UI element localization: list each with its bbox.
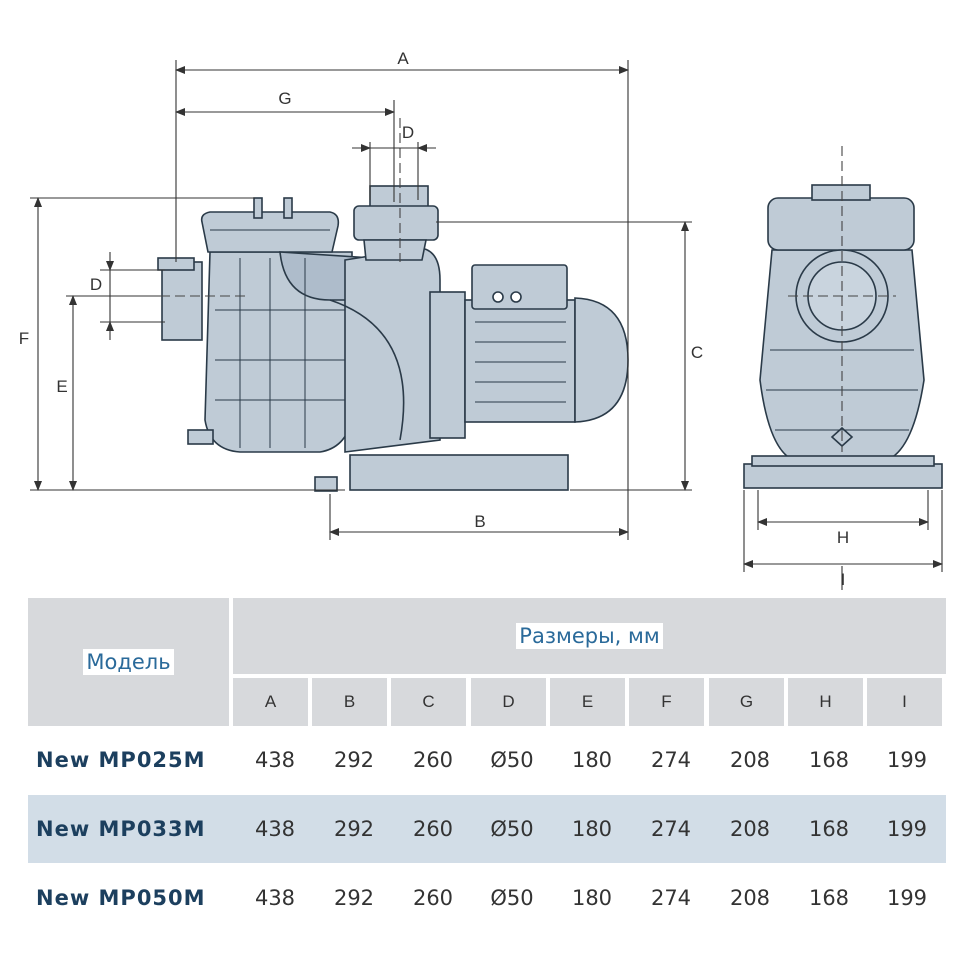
col-header-d: D bbox=[471, 678, 546, 726]
label-d-top: D bbox=[402, 123, 414, 142]
col-header-i: I bbox=[867, 678, 942, 726]
pump-front-view bbox=[743, 184, 943, 489]
col-header-c: C bbox=[391, 678, 466, 726]
label-g: G bbox=[278, 89, 291, 108]
value-g: 208 bbox=[729, 886, 771, 910]
dimension-labels: A G D D F E C B H I bbox=[19, 49, 849, 589]
label-d-left: D bbox=[90, 275, 102, 294]
pump-side-view bbox=[157, 185, 629, 492]
value-d: Ø50 bbox=[490, 886, 534, 910]
value-b: 292 bbox=[333, 817, 375, 841]
value-e: 180 bbox=[571, 817, 613, 841]
value-f: 274 bbox=[650, 886, 692, 910]
table-row: New MP025M 438 292 260 Ø50 180 274 208 1… bbox=[28, 726, 946, 794]
value-a: 438 bbox=[254, 817, 296, 841]
table-row: New MP033M 438 292 260 Ø50 180 274 208 1… bbox=[28, 795, 946, 863]
col-header-g: G bbox=[709, 678, 784, 726]
dimension-lines bbox=[30, 60, 943, 590]
label-e: E bbox=[56, 377, 67, 396]
value-c: 260 bbox=[412, 748, 454, 772]
label-h: H bbox=[837, 528, 849, 547]
model-name: New MP025M bbox=[36, 748, 206, 772]
value-c: 260 bbox=[412, 817, 454, 841]
value-h: 168 bbox=[808, 886, 850, 910]
value-f: 274 bbox=[650, 817, 692, 841]
value-e: 180 bbox=[571, 886, 613, 910]
value-b: 292 bbox=[333, 886, 375, 910]
value-g: 208 bbox=[729, 817, 771, 841]
model-name: New MP050M bbox=[36, 886, 206, 910]
table-header: Модель Размеры, мм A B C D E F G H I bbox=[28, 598, 946, 726]
col-header-e: E bbox=[550, 678, 625, 726]
value-i: 199 bbox=[886, 748, 928, 772]
value-i: 199 bbox=[886, 817, 928, 841]
value-h: 168 bbox=[808, 748, 850, 772]
model-header: Модель bbox=[83, 649, 174, 675]
value-e: 180 bbox=[571, 748, 613, 772]
specs-table: Модель Размеры, мм A B C D E F G H I New… bbox=[28, 598, 946, 910]
pump-drawing: A G D D F E C B H I bbox=[19, 49, 943, 590]
label-f: F bbox=[19, 329, 29, 348]
value-a: 438 bbox=[254, 748, 296, 772]
value-d: Ø50 bbox=[490, 817, 534, 841]
value-f: 274 bbox=[650, 748, 692, 772]
label-i: I bbox=[841, 570, 846, 589]
value-h: 168 bbox=[808, 817, 850, 841]
model-name: New MP033M bbox=[36, 817, 206, 841]
value-b: 292 bbox=[333, 748, 375, 772]
value-a: 438 bbox=[254, 886, 296, 910]
group-header-cell: Размеры, мм bbox=[233, 598, 946, 674]
value-g: 208 bbox=[729, 748, 771, 772]
center-lines bbox=[160, 118, 896, 452]
label-c: C bbox=[691, 343, 703, 362]
col-header-f: F bbox=[629, 678, 704, 726]
label-a: A bbox=[397, 49, 409, 68]
table-row: New MP050M 438 292 260 Ø50 180 274 208 1… bbox=[28, 864, 946, 932]
value-c: 260 bbox=[412, 886, 454, 910]
value-d: Ø50 bbox=[490, 748, 534, 772]
col-header-b: B bbox=[312, 678, 387, 726]
col-header-a: A bbox=[233, 678, 308, 726]
value-i: 199 bbox=[886, 886, 928, 910]
col-header-h: H bbox=[788, 678, 863, 726]
model-header-cell: Модель bbox=[28, 598, 229, 726]
dimensions-header: Размеры, мм bbox=[516, 623, 663, 649]
label-b: B bbox=[474, 512, 485, 531]
